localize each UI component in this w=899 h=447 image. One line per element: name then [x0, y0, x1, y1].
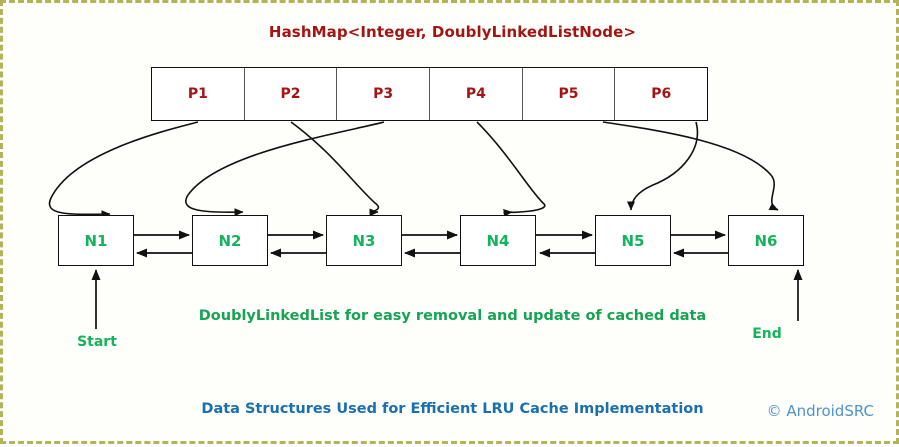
- list-node-n4[interactable]: N4: [460, 215, 536, 266]
- hashmap-cell-p5[interactable]: P5: [523, 68, 616, 120]
- page-title: HashMap<Integer, DoublyLinkedListNode>: [268, 23, 637, 41]
- hashmap-to-node-links: [48, 121, 779, 219]
- hashmap-bucket-array: P1 P2 P3 P4 P5 P6: [151, 67, 708, 121]
- hashmap-cell-p2[interactable]: P2: [245, 68, 338, 120]
- credit-watermark: © AndroidSRC: [766, 402, 874, 420]
- footer-caption: Data Structures Used for Efficient LRU C…: [201, 401, 704, 417]
- hashmap-cell-p4[interactable]: P4: [430, 68, 523, 120]
- doubly-linked-list-caption: DoublyLinkedList for easy removal and up…: [198, 308, 707, 324]
- list-node-n3[interactable]: N3: [326, 215, 402, 266]
- list-node-n6[interactable]: N6: [728, 215, 804, 266]
- list-node-n5[interactable]: N5: [595, 215, 671, 266]
- list-node-n1[interactable]: N1: [58, 215, 134, 266]
- hashmap-cell-p3[interactable]: P3: [337, 68, 431, 120]
- start-label: Start: [77, 334, 117, 350]
- hashmap-cell-p6[interactable]: P6: [651, 86, 672, 102]
- hashmap-cell-p1[interactable]: P1: [152, 68, 245, 120]
- end-label: End: [752, 326, 782, 342]
- list-node-n2[interactable]: N2: [192, 215, 268, 266]
